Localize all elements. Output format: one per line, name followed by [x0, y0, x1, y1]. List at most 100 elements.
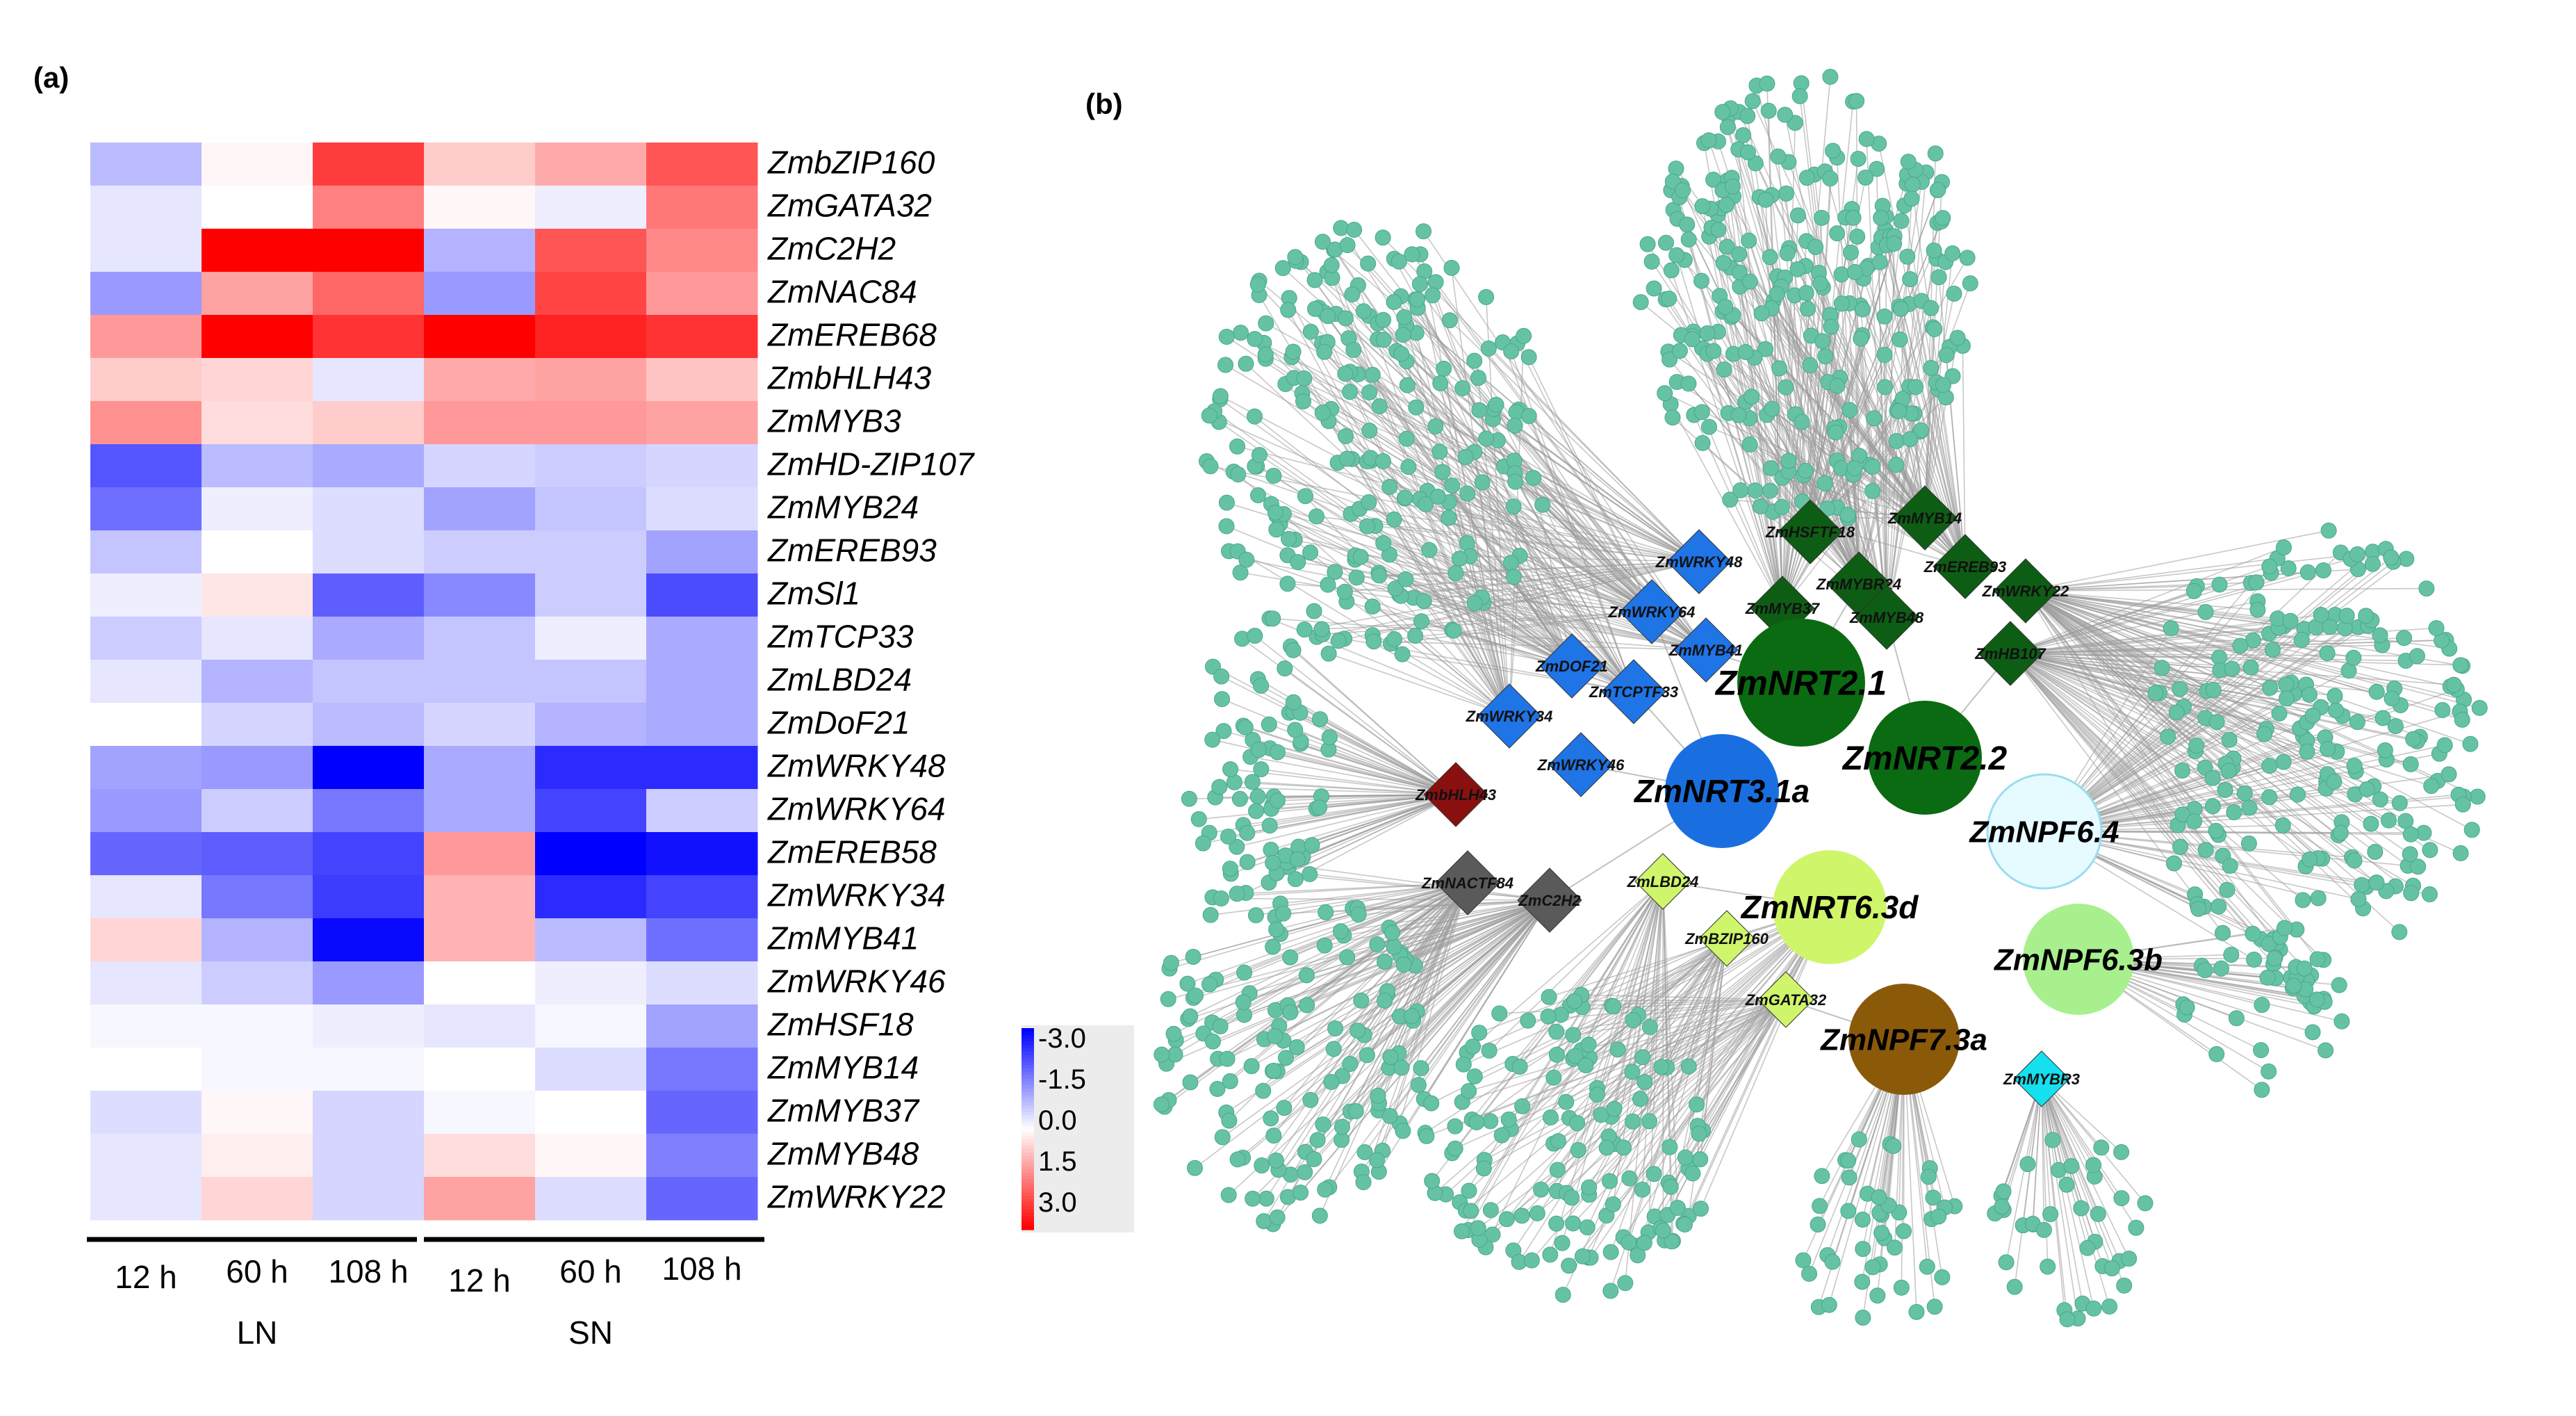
heatmap-cell	[424, 229, 536, 272]
leaf-node	[2368, 683, 2385, 700]
network-edge	[1431, 881, 1664, 1182]
leaf-node	[1229, 886, 1245, 902]
leaf-node	[2282, 612, 2299, 629]
leaf-node	[1719, 119, 1736, 136]
gene-label: ZmMYB48	[767, 1136, 919, 1172]
heatmap-cell	[202, 961, 313, 1005]
leaf-node	[2326, 774, 2343, 790]
leaf-node	[1639, 236, 1656, 252]
heatmap-cell	[313, 789, 425, 833]
leaf-node	[1694, 198, 1711, 215]
leaf-node	[1892, 331, 1908, 348]
heatmap-cell	[424, 444, 536, 488]
heatmap-cell	[313, 703, 425, 747]
network-edge	[1451, 268, 1510, 717]
leaf-node	[1220, 1187, 1237, 1203]
leaf-node	[1739, 144, 1756, 161]
leaf-node	[1345, 341, 1362, 358]
legend-tick-label: 0.0	[1038, 1105, 1077, 1136]
legend-swatch	[1022, 1115, 1034, 1120]
network-edge	[1401, 900, 1550, 1068]
leaf-node	[1841, 1169, 1857, 1186]
leaf-node	[1529, 1205, 1545, 1221]
hub-label: ZmNPF6.4	[1968, 815, 2119, 849]
leaf-node	[2113, 1190, 2130, 1207]
network-edge	[2025, 590, 2319, 859]
network-edge	[1454, 999, 1787, 1128]
network-edge	[1866, 268, 1926, 519]
legend-swatch	[1022, 1075, 1034, 1080]
leaf-node	[1218, 518, 1235, 535]
leaf-node	[1239, 854, 1256, 870]
network-edge	[1225, 364, 1707, 651]
gene-label: ZmTCP33	[767, 619, 914, 655]
legend-tick-label: 1.5	[1038, 1146, 1077, 1177]
network-edge	[1251, 900, 1550, 1067]
network-edge	[1265, 354, 1700, 562]
leaf-node	[1334, 1118, 1350, 1135]
network-edge	[2025, 558, 2278, 592]
leaf-node	[1268, 1152, 1284, 1169]
leaf-node	[1295, 393, 1312, 409]
network-edge	[1636, 938, 1728, 1256]
leaf-node	[1395, 957, 1412, 973]
leaf-node	[1839, 506, 1856, 523]
leaf-node	[1605, 1196, 1621, 1213]
leaf-node	[2242, 659, 2259, 676]
leaf-node	[1461, 1082, 1477, 1099]
leaf-node	[1616, 1139, 1632, 1156]
heatmap-cell	[535, 1004, 647, 1048]
heatmap-cell	[313, 832, 425, 876]
legend-swatch	[1022, 1196, 1034, 1201]
leaf-node	[2197, 603, 2214, 620]
leaf-node	[2327, 687, 2343, 704]
leaf-node	[1350, 906, 1367, 923]
leaf-node	[1468, 1114, 1485, 1131]
tf-label: ZmMYB48	[1849, 609, 1924, 626]
leaf-node	[2402, 826, 2419, 843]
hub-label: ZmNRT3.1a	[1633, 773, 1810, 809]
network-edge	[1701, 412, 1783, 609]
tf-node-myb14	[1892, 485, 1958, 551]
leaf-node	[1211, 779, 1228, 795]
leaf-node	[1694, 434, 1711, 451]
leaf-node	[1920, 1169, 1937, 1185]
heatmap-cell	[202, 918, 313, 962]
network-edge	[1227, 502, 1707, 651]
network-edge	[1288, 298, 1510, 717]
leaf-node	[1662, 1139, 1678, 1155]
leaf-node	[1308, 508, 1324, 525]
leaf-node	[2345, 649, 2362, 666]
network-edge	[1263, 900, 1550, 1091]
heatmap-cell	[646, 703, 758, 747]
leaf-node	[2166, 855, 2183, 872]
leaf-node	[1851, 1131, 1867, 1148]
legend-swatch	[1022, 1085, 1034, 1089]
tf-node-wrky34	[1477, 683, 1542, 749]
leaf-node	[1416, 223, 1432, 240]
heatmap-cell	[90, 875, 202, 919]
leaf-node	[1181, 790, 1197, 807]
hub-label: ZmNPF7.3a	[1819, 1023, 1987, 1057]
leaf-node	[2113, 1144, 2130, 1160]
leaf-node	[2349, 546, 2365, 562]
leaf-node	[1325, 1041, 1342, 1057]
leaf-node	[1548, 1023, 1565, 1040]
heatmap-cell	[90, 961, 202, 1005]
network-edge	[1236, 794, 1457, 848]
leaf-node	[1646, 1166, 1662, 1182]
leaf-node	[1864, 458, 1881, 475]
leaf-node	[1386, 511, 1402, 528]
leaf-node	[1320, 645, 1337, 662]
leaf-node	[1410, 1077, 1427, 1093]
leaf-node	[1424, 1173, 1441, 1189]
leaf-node	[1764, 400, 1780, 417]
leaf-node	[1822, 69, 1839, 86]
legend-swatch	[1022, 1172, 1034, 1177]
tf-label: ZmNACTF84	[1421, 874, 1513, 892]
heatmap-cell	[424, 1134, 536, 1178]
leaf-node	[1466, 1068, 1483, 1085]
network-edge	[2025, 590, 2302, 641]
leaf-node	[1451, 551, 1468, 567]
leaf-node	[1498, 1211, 1515, 1228]
